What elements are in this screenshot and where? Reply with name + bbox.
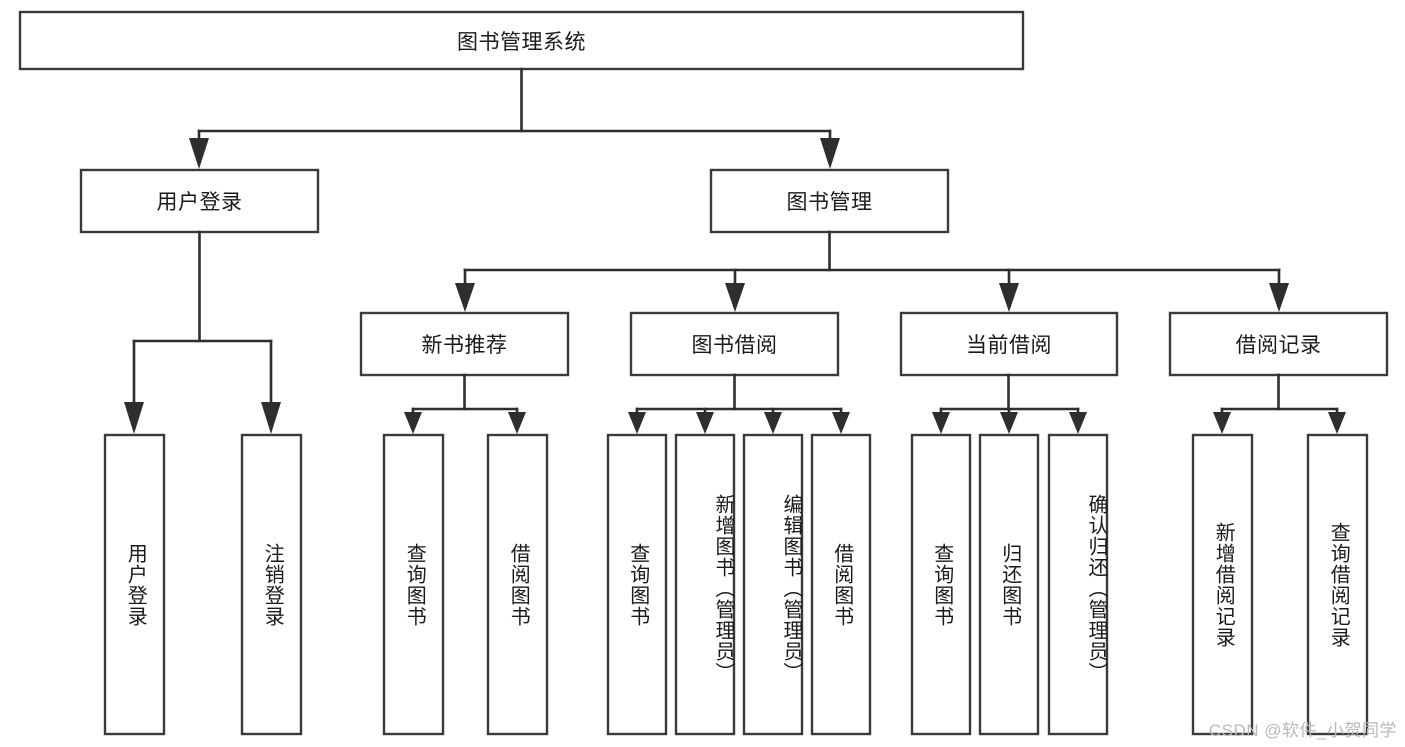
- leaf-box-bookborrow-add[interactable]: [674, 433, 736, 736]
- leaf-box-logout[interactable]: [240, 433, 303, 736]
- arrowhead-borrowrecords-leaf-2: [1328, 412, 1346, 434]
- node-box-book-borrow[interactable]: [629, 311, 840, 377]
- arrowhead-bookborrow-leaf-2: [696, 412, 714, 434]
- node-box-root[interactable]: [18, 10, 1025, 71]
- arrowhead-newbook-leaf-2: [508, 412, 526, 434]
- arrowhead-borrowrecords-leaf-1: [1213, 412, 1231, 434]
- arrowhead-leaf-user-login: [124, 402, 144, 434]
- arrowhead-currentborrow-leaf-3: [1069, 412, 1087, 434]
- node-box-borrow-records[interactable]: [1168, 311, 1389, 377]
- leaf-box-records-add[interactable]: [1191, 433, 1254, 736]
- arrowhead-current-borrow: [999, 283, 1019, 312]
- leaf-box-user-login[interactable]: [103, 433, 166, 736]
- arrowhead-currentborrow-leaf-2: [1000, 412, 1018, 434]
- arrowhead-newbook-leaf-1: [404, 412, 422, 434]
- arrowhead-borrow-records: [1269, 283, 1289, 312]
- node-box-current-borrow[interactable]: [899, 311, 1119, 377]
- leaf-box-newbook-query[interactable]: [382, 433, 445, 736]
- arrowhead-book-manage: [820, 138, 840, 169]
- arrowhead-leaf-logout: [261, 402, 281, 434]
- node-box-book-management[interactable]: [709, 168, 950, 234]
- node-box-new-book-recommend[interactable]: [359, 311, 570, 377]
- leaf-box-currentborrow-return[interactable]: [978, 433, 1040, 736]
- node-box-user-login[interactable]: [79, 168, 320, 234]
- csdn-watermark: CSDN @软件_小贺同学: [1208, 721, 1397, 740]
- leaf-box-currentborrow-query[interactable]: [910, 433, 972, 736]
- leaf-box-bookborrow-query[interactable]: [606, 433, 668, 736]
- arrowhead-user-login: [189, 138, 209, 169]
- arrowhead-book-borrow: [725, 283, 745, 312]
- arrowhead-currentborrow-leaf-1: [932, 412, 950, 434]
- arrowhead-bookborrow-leaf-3: [764, 412, 782, 434]
- arrowhead-new-book-recommend: [455, 283, 475, 312]
- leaf-box-newbook-borrow[interactable]: [486, 433, 549, 736]
- leaf-box-bookborrow-borrow[interactable]: [810, 433, 872, 736]
- leaf-box-bookborrow-edit[interactable]: [742, 433, 804, 736]
- leaf-box-records-query[interactable]: [1306, 433, 1369, 736]
- leaf-box-currentborrow-confirm[interactable]: [1047, 433, 1109, 736]
- arrowhead-bookborrow-leaf-4: [832, 412, 850, 434]
- arrowhead-bookborrow-leaf-1: [628, 412, 646, 434]
